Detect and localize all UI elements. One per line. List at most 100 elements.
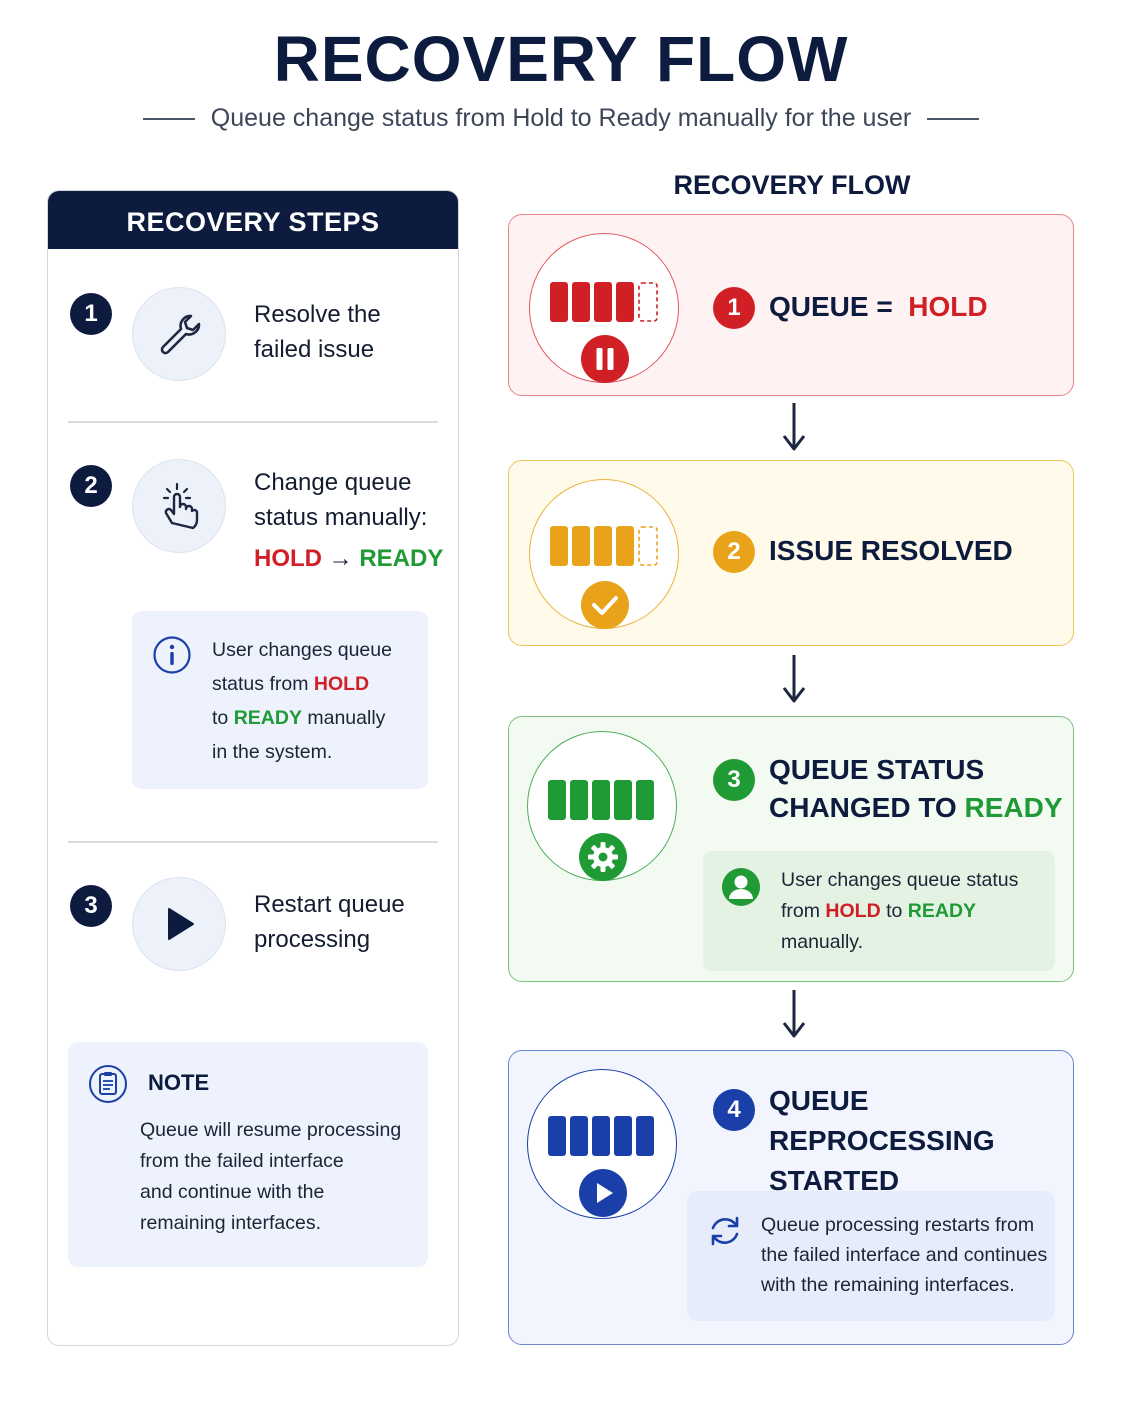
status-changed-line-3: manually. bbox=[781, 931, 864, 953]
step-1-text: Resolve the failed issue bbox=[254, 297, 381, 367]
status-changed-from: from bbox=[781, 900, 826, 922]
flow-step-1-number: 1 bbox=[713, 287, 755, 329]
reprocessing-circle bbox=[527, 1069, 677, 1219]
status-changed-ready: READY bbox=[907, 900, 977, 922]
note-line: from the failed interface bbox=[140, 1150, 344, 1172]
step-2-line-1: Change queue bbox=[254, 469, 412, 496]
pause-icon bbox=[581, 335, 629, 383]
wrench-icon bbox=[160, 314, 201, 355]
flow-step-1-label: QUEUE = HOLD bbox=[769, 288, 988, 326]
play-circle-icon bbox=[579, 1169, 627, 1217]
subtitle-rule-right bbox=[927, 117, 980, 120]
note-line: Queue will resume processing bbox=[140, 1119, 402, 1141]
info-icon bbox=[153, 636, 191, 674]
step-2-arrow: → bbox=[328, 545, 353, 572]
subtitle-rule-left bbox=[142, 117, 195, 120]
note-line: and continue with the bbox=[140, 1181, 325, 1203]
step-1-line-2: failed issue bbox=[254, 336, 375, 363]
info-line-4: in the system. bbox=[212, 741, 333, 763]
step-1-number: 1 bbox=[70, 293, 112, 335]
flow-arrow-2 bbox=[782, 655, 806, 703]
flow-step-3-label-line-1: QUEUE STATUS bbox=[769, 754, 985, 785]
step-2-info-box: User changes queue status from HOLD to R… bbox=[132, 611, 428, 789]
flow-step-4-label: QUEUE REPROCESSING STARTED bbox=[769, 1081, 1073, 1201]
flow-step-3-number: 3 bbox=[713, 759, 755, 801]
flow-step-3-label-pre: CHANGED TO bbox=[769, 792, 965, 823]
step-3-number: 3 bbox=[70, 885, 112, 927]
flow-arrow-1 bbox=[782, 403, 806, 451]
step-2-from-hold: HOLD bbox=[254, 545, 322, 572]
flow-title: RECOVERY FLOW bbox=[673, 170, 911, 200]
recovery-steps-header: RECOVERY STEPS bbox=[48, 191, 458, 249]
flow-step-4-label-line-2: STARTED bbox=[769, 1165, 900, 1196]
page-title: RECOVERY FLOW bbox=[273, 23, 849, 95]
step-2-icon-circle bbox=[132, 459, 226, 553]
info-ready: READY bbox=[233, 707, 302, 729]
flow-card-hold: 1 QUEUE = HOLD bbox=[508, 214, 1074, 396]
status-changed-to: to bbox=[880, 900, 908, 922]
step-divider-1 bbox=[68, 421, 438, 423]
queue-bars-running-icon bbox=[548, 1116, 654, 1156]
flow-step-3-label: QUEUE STATUS CHANGED TO READY bbox=[769, 751, 1063, 827]
note-box: NOTE Queue will resume processing from t… bbox=[68, 1042, 428, 1267]
info-line-3-post: manually bbox=[301, 707, 386, 729]
step-1-line-1: Resolve the bbox=[254, 301, 381, 328]
flow-step-3-ready: READY bbox=[964, 792, 1063, 823]
info-hold: HOLD bbox=[313, 673, 370, 695]
flow-arrow-3 bbox=[782, 990, 806, 1038]
gear-icon bbox=[579, 833, 627, 881]
info-line-1: User changes queue bbox=[212, 639, 392, 661]
refresh-icon bbox=[711, 1216, 739, 1246]
reprocessing-line: with the remaining interfaces. bbox=[761, 1274, 1015, 1296]
reprocessing-box: Queue processing restarts from the faile… bbox=[687, 1191, 1055, 1321]
flow-card-changed: 3 QUEUE STATUS CHANGED TO READY User cha… bbox=[508, 716, 1074, 982]
flow-step-3-label-line-2: CHANGED TO READY bbox=[769, 789, 1063, 827]
checkmark-icon bbox=[581, 581, 629, 629]
pointer-hand-icon bbox=[162, 482, 199, 530]
step-2-text: Change queue status manually: HOLD → REA… bbox=[254, 465, 443, 576]
step-3-line-2: processing bbox=[254, 926, 371, 953]
clipboard-note-icon bbox=[89, 1065, 127, 1103]
status-changed-line-2: from HOLD to READY bbox=[781, 896, 1018, 927]
recovery-steps-panel: RECOVERY STEPS 1 Resolve the failed issu… bbox=[47, 190, 459, 1346]
step-3-icon-circle bbox=[132, 877, 226, 971]
status-changed-circle bbox=[527, 731, 677, 881]
status-changed-text: User changes queue status from HOLD to R… bbox=[781, 865, 1018, 958]
queue-bars-resolved-icon bbox=[550, 526, 658, 566]
info-line-3: to READY manually bbox=[212, 701, 392, 735]
step-3-text: Restart queue processing bbox=[254, 887, 405, 957]
queue-bars-hold-icon bbox=[550, 282, 658, 322]
flow-step-2-number: 2 bbox=[713, 531, 755, 573]
step-2-number: 2 bbox=[70, 465, 112, 507]
subtitle-row: Queue change status from Hold to Ready m… bbox=[0, 104, 1122, 133]
step-2-line-2: status manually: bbox=[254, 504, 428, 531]
step-divider-2 bbox=[68, 841, 438, 843]
flow-step-4-label-line-1: QUEUE REPROCESSING bbox=[769, 1085, 995, 1156]
reprocessing-line: Queue processing restarts from bbox=[761, 1214, 1035, 1236]
flow-step-1-label-pre: QUEUE = bbox=[769, 291, 901, 322]
note-line: remaining interfaces. bbox=[140, 1212, 322, 1234]
info-line-2: status from HOLD bbox=[212, 667, 392, 701]
step-2-to-ready: READY bbox=[359, 545, 444, 572]
queue-hold-circle bbox=[529, 233, 679, 383]
flow-card-resolved: 2 ISSUE RESOLVED bbox=[508, 460, 1074, 646]
step-2-transition: HOLD → READY bbox=[254, 541, 443, 576]
flow-card-reprocessing: 4 QUEUE REPROCESSING STARTED Queue proce… bbox=[508, 1050, 1074, 1345]
note-text: Queue will resume processing from the fa… bbox=[140, 1115, 401, 1239]
play-icon bbox=[168, 908, 194, 940]
subtitle: Queue change status from Hold to Ready m… bbox=[210, 104, 912, 132]
info-text: User changes queue status from HOLD to R… bbox=[212, 633, 392, 769]
reprocessing-text: Queue processing restarts from the faile… bbox=[761, 1210, 1047, 1300]
user-avatar-icon bbox=[722, 868, 760, 906]
flow-step-2-label: ISSUE RESOLVED bbox=[769, 535, 1013, 566]
status-changed-box: User changes queue status from HOLD to R… bbox=[703, 851, 1055, 971]
issue-resolved-circle bbox=[529, 479, 679, 629]
flow-step-4-number: 4 bbox=[713, 1089, 755, 1131]
flow-step-1-hold: HOLD bbox=[908, 291, 988, 322]
status-changed-hold: HOLD bbox=[825, 900, 881, 922]
info-line-2-pre: status from bbox=[212, 673, 314, 695]
step-3-line-1: Restart queue bbox=[254, 891, 405, 918]
reprocessing-line: the failed interface and continues bbox=[761, 1244, 1048, 1266]
note-title: NOTE bbox=[148, 1070, 210, 1095]
status-changed-line-1: User changes queue status bbox=[781, 869, 1019, 891]
